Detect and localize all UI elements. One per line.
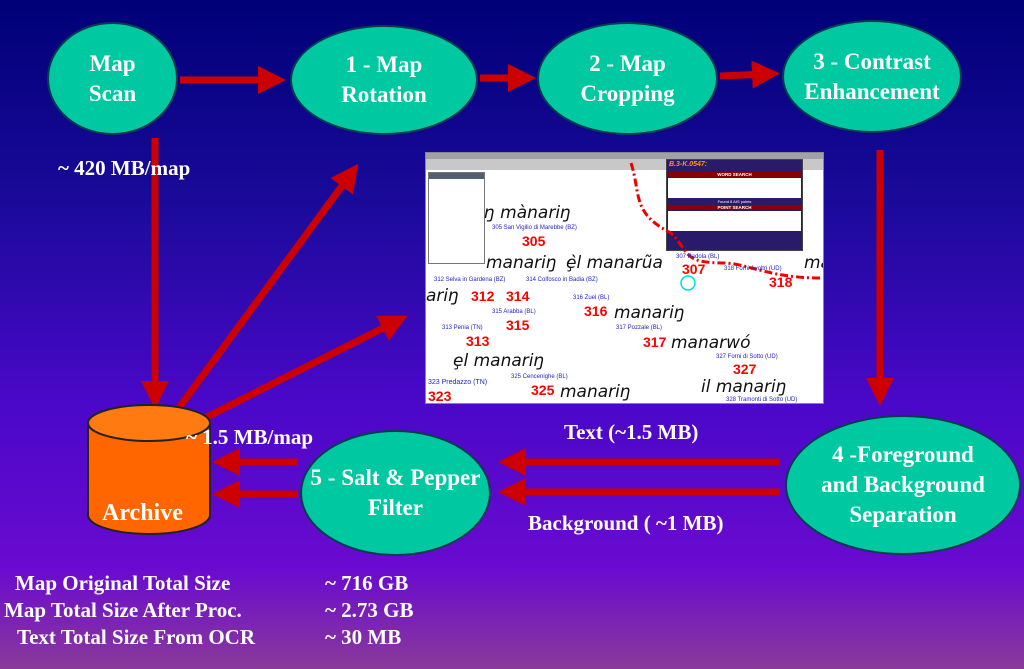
- stat-label: Text Total Size From OCR: [17, 625, 256, 649]
- node-map-cropping: 2 - Map Cropping: [537, 22, 718, 135]
- point-number: 305: [522, 233, 546, 249]
- toolbar: [426, 159, 823, 170]
- stat-value: ~ 716 GB: [325, 571, 409, 595]
- map-word: manarwó: [671, 333, 751, 353]
- place-label: 323 Predazzo (TN): [428, 379, 488, 386]
- point-number: 316: [584, 303, 608, 319]
- place-label: 313 Penia (TN): [442, 325, 483, 331]
- map-word: manariŋ: [486, 253, 557, 273]
- arrow-cropping-contrast: [719, 60, 780, 89]
- node-map-scan: Map Scan: [47, 22, 178, 135]
- map-word: manariŋ: [560, 382, 631, 402]
- point-number: 307: [682, 261, 706, 277]
- archive-label: Archive: [102, 500, 183, 526]
- stat-value: ~ 30 MB: [325, 625, 402, 649]
- map-word: ȩl manariŋ: [453, 351, 545, 371]
- point-number: 325: [531, 382, 555, 398]
- word-search-list[interactable]: [668, 178, 801, 198]
- place-label: 317 Pozzale (BL): [616, 325, 663, 331]
- point-number: 313: [466, 333, 490, 349]
- panel-title: B.3-K.0547:: [669, 161, 708, 168]
- map-word: ŋ mànariŋ: [484, 203, 571, 223]
- archive-cylinder-icon: [87, 404, 211, 535]
- point-number: 323: [428, 388, 452, 404]
- place-label: 305 San Vigilio di Marebbe (BZ): [492, 225, 577, 231]
- node-contrast-enhancement: 3 - Contrast Enhancement: [782, 20, 962, 133]
- stat-label: Map Original Total Size: [15, 571, 231, 595]
- scan-size-label: ~ 420 MB/map: [58, 156, 191, 180]
- map-word: manariŋ: [614, 303, 685, 323]
- window-titlebar: [426, 153, 823, 159]
- arrow-archive-screenshot: [183, 315, 408, 432]
- place-label: 307 Padola (BL): [676, 254, 720, 260]
- place-label: 325 Cencenighe (BL): [511, 374, 568, 380]
- place-label: 328 Tramonti di Sotto (UD): [726, 397, 798, 403]
- point-search-list[interactable]: [668, 211, 801, 231]
- application-screenshot: B.3-K.0547: WORD SEARCH Found 8 AIS poin…: [425, 152, 824, 404]
- place-label: 327 Forni di Sotto (UD): [716, 354, 778, 360]
- stat-value: ~ 2.73 GB: [325, 598, 414, 622]
- point-search-header: POINT SEARCH: [667, 205, 802, 210]
- point-number: 315: [506, 317, 530, 333]
- archive-size-label: ~ 1.5 MB/map: [186, 425, 314, 449]
- place-label: 312 Selva in Gardena (BZ): [434, 277, 506, 283]
- place-label: 315 Arabba (BL): [492, 309, 536, 315]
- point-number: 314: [506, 288, 530, 304]
- point-number: 312: [471, 288, 495, 304]
- overview-map-window: [428, 172, 485, 264]
- node-salt-pepper-filter: 5 - Salt & Pepper Filter: [300, 430, 491, 556]
- map-word: ariŋ: [426, 286, 459, 306]
- arrow-archive-rotation: [167, 163, 359, 423]
- node-map-rotation: 1 - Map Rotation: [290, 25, 478, 135]
- stat-label: Map Total Size After Proc.: [4, 598, 242, 622]
- map-word: ma: [804, 253, 823, 273]
- background-size-label: Background ( ~1 MB): [528, 511, 724, 535]
- text-size-label: Text (~1.5 MB): [564, 420, 699, 444]
- found-points-text: Found 8 AIS points: [717, 199, 752, 204]
- point-number: 317: [643, 334, 667, 350]
- point-number: 327: [733, 361, 757, 377]
- search-panel: B.3-K.0547: WORD SEARCH Found 8 AIS poin…: [666, 159, 803, 251]
- place-label: 314 Colfosco in Badia (BZ): [526, 277, 598, 283]
- node-foreground-background-separation: 4 -Foreground and Background Separation: [785, 415, 1021, 555]
- place-label: 316 Zuel (BL): [573, 295, 610, 301]
- map-word: il manariŋ: [701, 377, 787, 397]
- map-word: ȩ̀l manarũa: [566, 253, 663, 273]
- point-number: 318: [769, 274, 793, 290]
- boundary-line: [629, 162, 822, 291]
- word-search-header: WORD SEARCH: [667, 172, 802, 177]
- place-label: 318 Forni Avoltri (UD): [724, 266, 782, 272]
